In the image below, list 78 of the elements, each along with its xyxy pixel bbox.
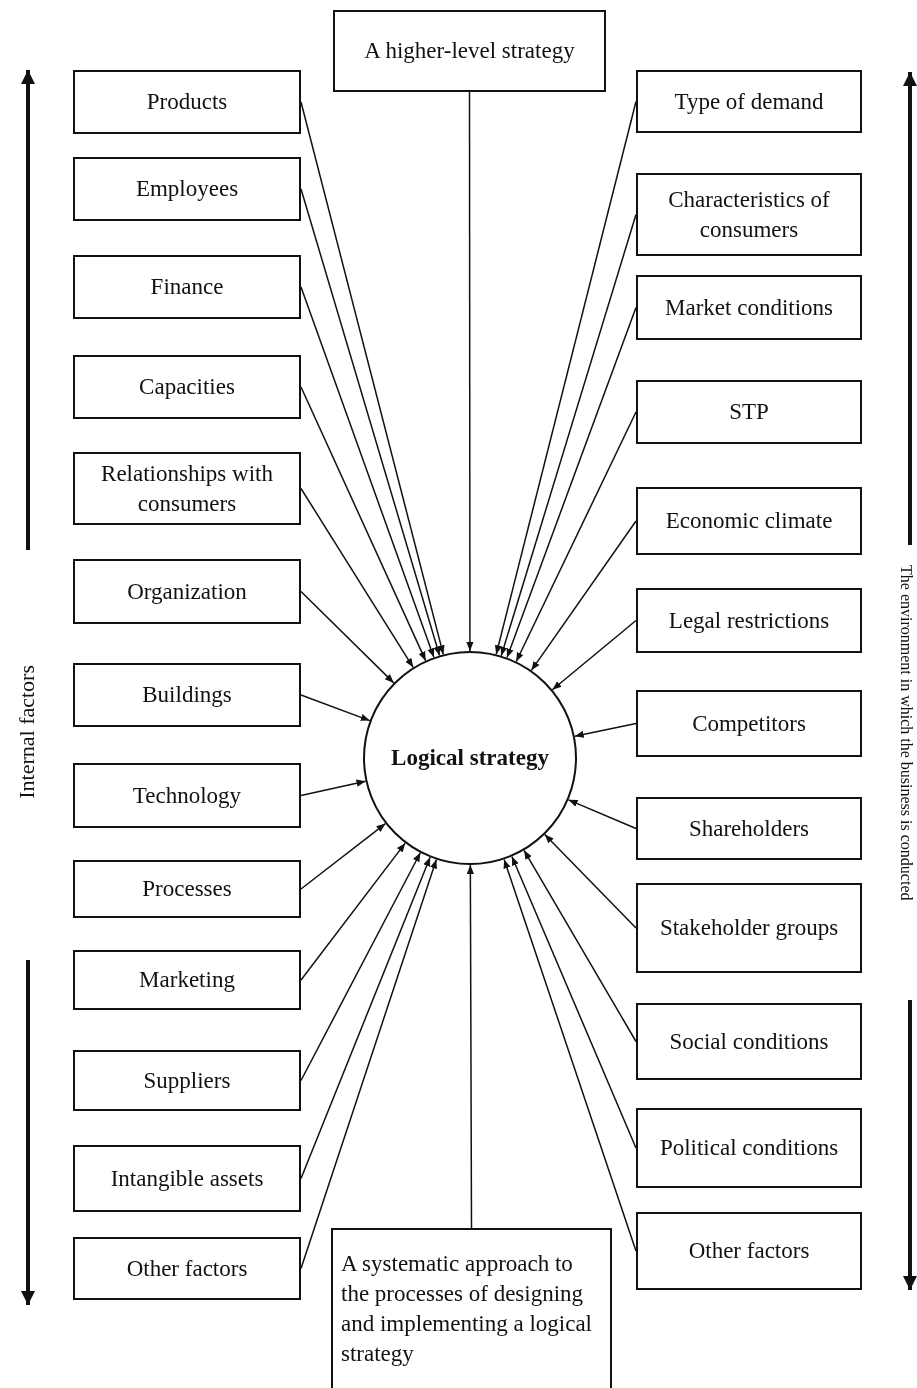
arrow xyxy=(503,858,637,1252)
factor-box xyxy=(636,1212,862,1290)
node-text: A higher-level strategy xyxy=(364,37,575,66)
factor-box xyxy=(333,10,606,92)
factor-box xyxy=(636,588,862,653)
factor-box xyxy=(73,1145,301,1212)
factor-box xyxy=(73,452,301,525)
node-text: Political conditions xyxy=(659,1134,839,1163)
node-text: Technology xyxy=(132,781,242,810)
factor-box xyxy=(636,275,862,340)
arrow xyxy=(300,842,406,981)
arrow xyxy=(300,487,414,669)
node-text: Competitors xyxy=(692,709,806,738)
node-text: Legal restrictions xyxy=(668,606,830,635)
arrow xyxy=(506,306,637,659)
arrow xyxy=(466,91,474,652)
factor-box xyxy=(636,883,862,973)
arrow xyxy=(515,411,637,663)
factor-box xyxy=(636,70,862,133)
factor-box xyxy=(73,1237,301,1300)
arrow xyxy=(494,100,637,655)
node-text: Marketing xyxy=(139,966,235,995)
node-text: Economic climate xyxy=(665,507,833,536)
node-text: Capacities xyxy=(139,373,235,402)
node-text: Characteristics of consumers xyxy=(667,185,831,244)
arrow xyxy=(551,619,637,691)
arrow xyxy=(574,722,637,738)
node-text: Products xyxy=(146,88,228,117)
arrow xyxy=(567,799,637,830)
node-text: Type of demand xyxy=(674,87,824,116)
factor-box xyxy=(73,763,301,828)
node-text: Finance xyxy=(150,273,224,302)
arrow xyxy=(466,864,474,1229)
arrow xyxy=(544,833,637,929)
node-text: Logical strategy xyxy=(391,744,549,773)
factor-box xyxy=(73,1050,301,1111)
node-text: Processes xyxy=(142,875,232,904)
node-text: Organization xyxy=(127,577,247,606)
factor-box xyxy=(73,559,301,624)
arrow xyxy=(300,822,387,890)
factor-box xyxy=(73,860,301,918)
arrow xyxy=(511,855,637,1149)
node-text: Suppliers xyxy=(143,1066,231,1095)
node-text: Social conditions xyxy=(669,1027,829,1056)
arrow xyxy=(300,779,367,797)
node-text: Market conditions xyxy=(665,293,833,322)
node-text: Employees xyxy=(135,175,239,204)
factor-box xyxy=(73,70,301,134)
arrow xyxy=(300,590,395,684)
factor-box xyxy=(636,487,862,555)
factor-box xyxy=(73,950,301,1010)
node-text: Stakeholder groups xyxy=(659,914,839,943)
factor-box xyxy=(331,1228,612,1388)
node-text: STP xyxy=(729,398,769,427)
node-text: Shareholders xyxy=(688,814,810,843)
node-text: Other factors xyxy=(126,1254,248,1283)
factor-box xyxy=(636,173,862,256)
factor-box xyxy=(636,690,862,757)
side-label: Internal factors xyxy=(14,665,40,799)
factor-box xyxy=(636,1108,862,1188)
arrow xyxy=(300,694,371,722)
arrow xyxy=(300,386,427,662)
node-text: Intangible assets xyxy=(110,1164,264,1193)
factor-box xyxy=(73,255,301,319)
factor-box xyxy=(73,355,301,419)
side-label: The environment in which the business is conducted xyxy=(897,565,915,901)
arrow xyxy=(500,213,637,657)
node-text: A systematic approach to the processes of designing and implementing a logical strategy xyxy=(341,1250,593,1368)
factor-box xyxy=(636,797,862,860)
node-text: Other factors xyxy=(688,1237,810,1266)
node-text: Relationships with consumers xyxy=(100,459,274,518)
factor-box xyxy=(636,1003,862,1080)
arrow xyxy=(530,520,637,672)
factor-box xyxy=(73,663,301,727)
node-text: Buildings xyxy=(142,681,232,710)
factor-box xyxy=(73,157,301,221)
factor-box xyxy=(636,380,862,444)
arrow xyxy=(523,849,637,1043)
